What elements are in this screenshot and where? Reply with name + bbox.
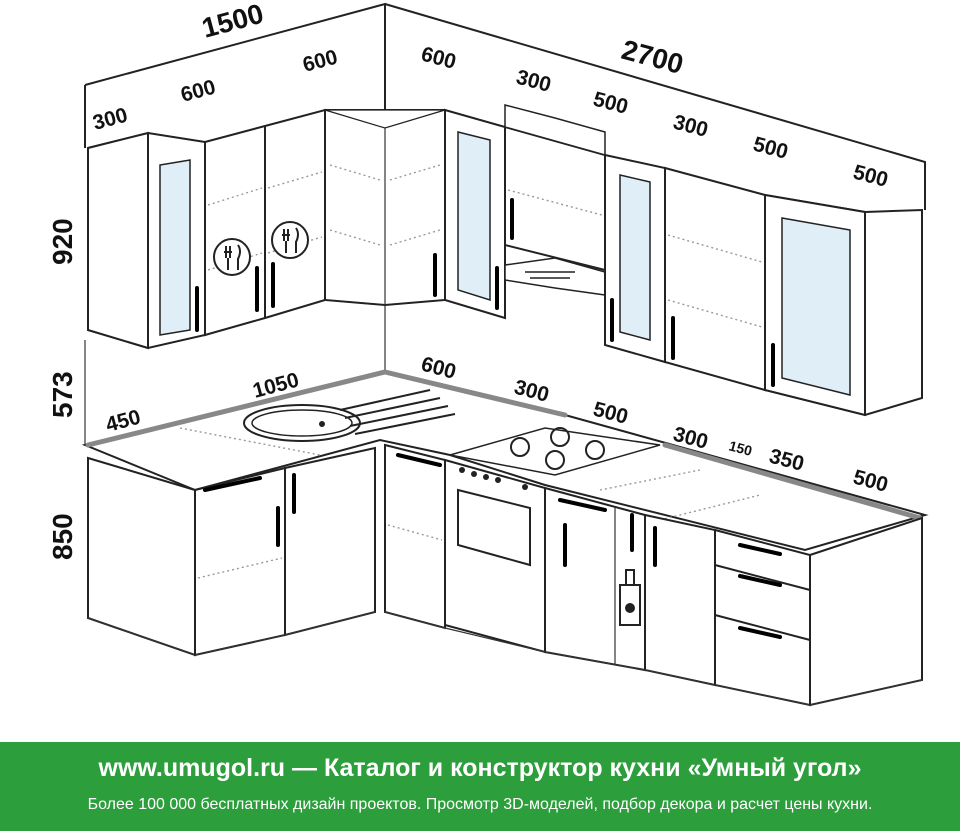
dim-upper-300-mid: 300: [514, 66, 554, 97]
wall-outline: [84, 2, 926, 445]
banner-subtitle: Более 100 000 бесплатных дизайн проектов…: [87, 796, 873, 813]
countertop: [81, 369, 929, 552]
plinth: [87, 611, 923, 706]
dim-height-upper: 920: [47, 218, 78, 265]
dim-upper-600-left: 600: [178, 76, 218, 107]
lower-cabinet-right: [644, 513, 716, 687]
sink-icon: [243, 389, 456, 442]
upper-cabinet-glass-right-2: [604, 153, 666, 364]
dim-lower-350: 350: [767, 445, 807, 476]
dim-upper-500-d: 500: [851, 161, 891, 192]
lower-cabinet-drawers: [714, 516, 923, 707]
dim-lower-150: 150: [727, 437, 754, 459]
dim-upper-300-b: 300: [671, 111, 711, 142]
banner-title[interactable]: www.umugol.ru — Каталог и конструктор ку…: [98, 754, 862, 782]
lower-cabinet-bottle: [544, 486, 646, 672]
dim-upper-300-left: 300: [90, 104, 130, 135]
cutlery-icon: [271, 221, 309, 259]
dim-upper-500-a: 500: [591, 88, 631, 119]
gas-burner-icon: [449, 427, 661, 476]
cutlery-icon: [213, 238, 251, 276]
oven: [444, 458, 546, 654]
kitchen-drawing: 1500 2700 920 573 850 300 600 600 600 30…: [47, 0, 929, 707]
dim-lower-500-end: 500: [851, 466, 891, 497]
dim-upper-500-c: 500: [751, 133, 791, 164]
upper-cabinet-glass-right-1: [444, 108, 506, 320]
dim-upper-600-corner: 600: [300, 46, 340, 77]
dim-top-total-right: 2700: [618, 34, 686, 80]
dim-upper-600-right: 600: [419, 43, 459, 74]
upper-cabinet-corner: [324, 109, 446, 307]
dim-height-lower: 850: [47, 513, 78, 560]
dim-height-gap: 573: [47, 371, 78, 418]
lower-cabinet-dishwasher: [384, 443, 446, 630]
upper-cabinet-over-hood: [504, 104, 606, 296]
dim-top-total-left: 1500: [199, 0, 267, 44]
upper-cabinet-double-left: [204, 108, 326, 337]
upper-cabinet-glass-left: [87, 131, 206, 350]
bottle-icon: [619, 569, 641, 626]
lower-cabinet-left: [87, 456, 286, 657]
upper-cabinet-glass-right-4: [764, 193, 923, 417]
site-banner[interactable]: www.umugol.ru — Каталог и конструктор ку…: [0, 742, 960, 831]
lower-cabinet-corner-left: [284, 446, 376, 637]
upper-cabinet-right-3: [664, 166, 766, 392]
